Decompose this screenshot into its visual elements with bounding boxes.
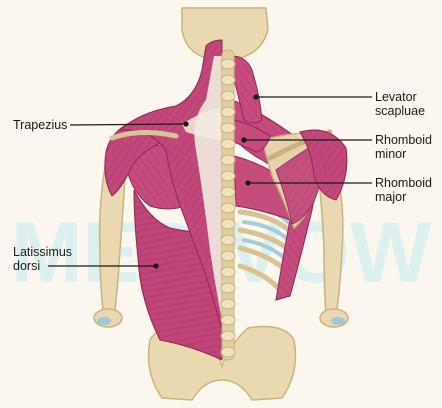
label-latissimus-line1: Latissimus xyxy=(13,245,72,259)
label-trapezius: Trapezius xyxy=(13,118,67,132)
vertebral-column xyxy=(221,50,235,360)
label-levator-line2: scapluae xyxy=(375,104,425,118)
label-latissimus-dorsi: Latissimus dorsi xyxy=(13,245,72,273)
label-rhomboid-major-line2: major xyxy=(375,190,432,204)
label-rhomboid-minor-line1: Rhomboid xyxy=(375,133,432,147)
label-trapezius-text: Trapezius xyxy=(13,118,67,132)
left-elbow-cartilage xyxy=(97,317,111,325)
label-rhomboid-minor-line2: minor xyxy=(375,147,432,161)
label-levator-scapulae: Levator scapluae xyxy=(375,90,425,118)
label-latissimus-line2: dorsi xyxy=(13,259,72,273)
right-elbow-cartilage xyxy=(331,317,345,325)
label-levator-line1: Levator xyxy=(375,90,425,104)
label-rhomboid-minor: Rhomboid minor xyxy=(375,133,432,161)
label-rhomboid-major: Rhomboid major xyxy=(375,176,432,204)
label-rhomboid-major-line1: Rhomboid xyxy=(375,176,432,190)
